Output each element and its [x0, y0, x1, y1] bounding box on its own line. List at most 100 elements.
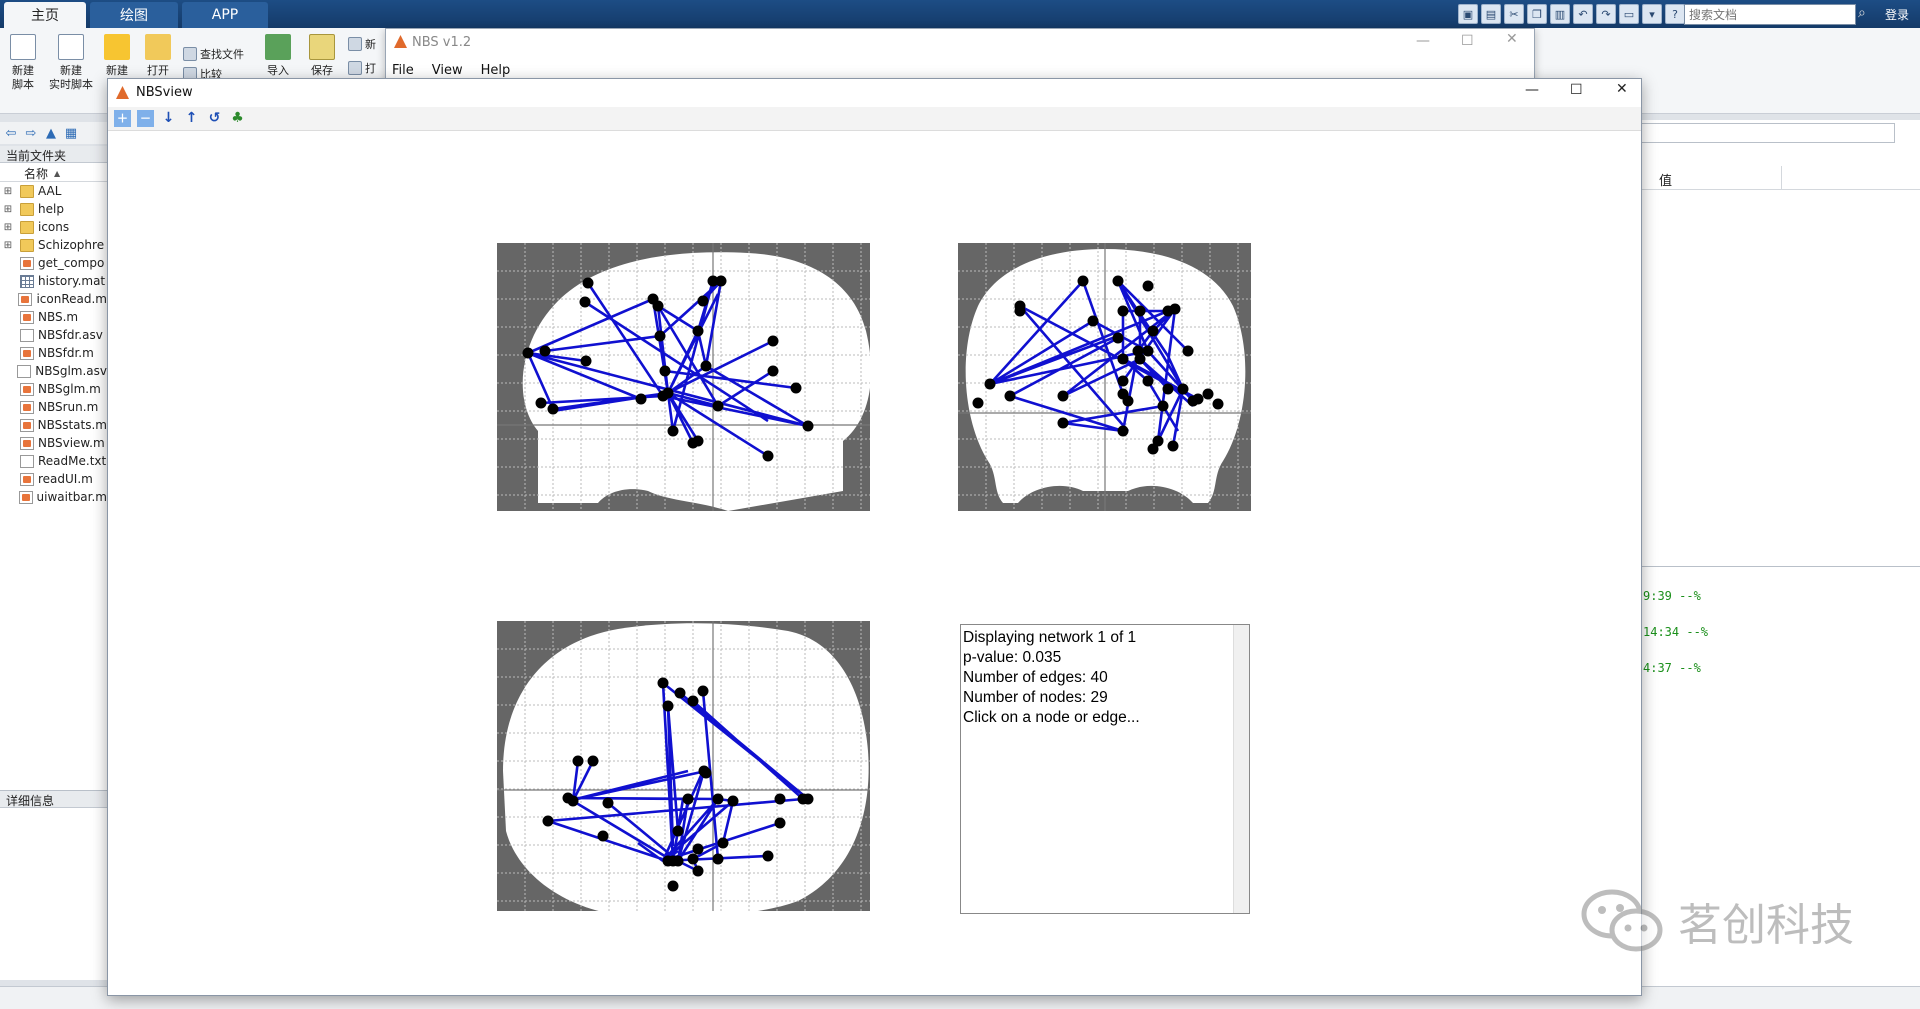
search-icon[interactable]: ⌕ — [1858, 5, 1866, 21]
minimize-icon[interactable]: — — [1416, 33, 1430, 49]
file-list-item[interactable]: NBSstats.m — [0, 416, 107, 434]
open-button[interactable]: 打开 — [138, 34, 178, 78]
folder-icon — [20, 238, 34, 252]
cut-icon[interactable]: ✂ — [1504, 4, 1524, 24]
back-icon[interactable]: ⇦ — [5, 125, 17, 141]
nodes[interactable] — [542, 677, 814, 892]
import-data-button[interactable]: 导入 — [256, 34, 300, 78]
file-name: icons — [38, 220, 70, 234]
nbsview-titlebar[interactable]: NBSview — ☐ ✕ — [108, 79, 1641, 107]
file-list-item[interactable]: get_compo — [0, 254, 107, 272]
layout-icon[interactable]: ▣ — [1458, 4, 1478, 24]
network-info-box[interactable]: Displaying network 1 of 1 p-value: 0.035… — [960, 624, 1250, 914]
dropdown-icon[interactable]: ▾ — [1642, 4, 1662, 24]
brain-view-axial[interactable] — [497, 621, 870, 918]
m-file-icon — [19, 418, 34, 432]
find-files-button[interactable]: 查找文件 — [183, 46, 244, 62]
file-list-item[interactable]: uiwaitbar.m — [0, 488, 107, 506]
new-script-icon — [10, 34, 36, 60]
file-name: NBS.m — [38, 310, 79, 324]
close-icon[interactable]: ✕ — [1616, 81, 1628, 97]
file-list-item[interactable]: ReadMe.txt — [0, 452, 107, 470]
info-scrollbar[interactable] — [1233, 625, 1249, 913]
file-list-item[interactable]: readUI.m — [0, 470, 107, 488]
file-list-item[interactable]: ⊞ help — [0, 200, 107, 218]
forward-icon[interactable]: ⇨ — [25, 125, 37, 141]
maximize-icon[interactable]: ☐ — [1570, 82, 1583, 98]
folder-icon — [20, 202, 34, 216]
value-column-header[interactable]: 值 — [1659, 174, 1673, 189]
workspace-path-dropdown[interactable] — [1640, 123, 1895, 143]
undo-icon[interactable]: ↶ — [1573, 4, 1593, 24]
brain-view-sagittal[interactable] — [497, 243, 872, 512]
expand-icon[interactable]: ⊞ — [3, 185, 13, 197]
new-live-script-button[interactable]: 新建 实时脚本 — [46, 34, 96, 92]
close-icon[interactable]: ✕ — [1506, 31, 1518, 47]
info-edge-count: Number of edges: 40 — [963, 669, 1108, 686]
file-list-item[interactable]: NBSfdr.m — [0, 344, 107, 362]
m-file-icon — [20, 310, 34, 324]
zoom-in-icon[interactable]: ＋ — [114, 110, 131, 127]
file-list-item[interactable]: NBS.m — [0, 308, 107, 326]
rotate-icon[interactable]: ↺ — [208, 110, 221, 126]
browse-folder-icon[interactable]: ▦ — [64, 125, 78, 141]
compare-button[interactable]: 比较 — [183, 66, 222, 82]
m-file-icon — [20, 382, 34, 396]
expand-icon[interactable]: ⊞ — [3, 203, 13, 215]
copy-icon[interactable]: ❐ — [1527, 4, 1547, 24]
switch-windows-icon[interactable]: ▭ — [1619, 4, 1639, 24]
info-p-value: p-value: 0.035 — [963, 649, 1062, 666]
nodes[interactable] — [522, 275, 814, 462]
command-window[interactable]: 9:39 --%14:34 --%4:37 --% — [1640, 566, 1920, 986]
folder-icon — [20, 220, 34, 234]
file-name: Schizophre — [38, 238, 105, 252]
tab-plots[interactable]: 绘图 — [90, 2, 178, 28]
save-icon[interactable]: ▤ — [1481, 4, 1501, 24]
file-list-item[interactable]: ⊞AAL — [0, 182, 107, 200]
expand-icon[interactable]: ⊞ — [3, 221, 13, 233]
maximize-icon[interactable]: ☐ — [1461, 33, 1474, 49]
zoom-out-icon[interactable]: － — [137, 110, 154, 127]
save-workspace-button[interactable]: 保存 — [300, 34, 344, 78]
name-column-header[interactable]: 名称 ▲ — [0, 163, 107, 182]
nodes[interactable] — [972, 275, 1224, 455]
file-list-item[interactable]: ⊞ icons — [0, 218, 107, 236]
new-variable-button[interactable]: 新 — [348, 36, 376, 52]
up-folder-icon[interactable]: ▲ — [46, 125, 56, 141]
new-button[interactable]: 新建 — [96, 34, 138, 78]
menu-view[interactable]: View — [431, 63, 463, 78]
axis-crosshair — [497, 621, 870, 911]
arrow-down-icon[interactable]: ↓ — [162, 110, 175, 126]
expand-icon[interactable]: ⊞ — [3, 239, 13, 251]
file-list-item[interactable]: history.mat — [0, 272, 107, 290]
wechat-logo-icon — [1581, 889, 1663, 952]
tree-icon[interactable]: ♣ — [231, 110, 244, 126]
file-list-item[interactable]: NBSglm.m — [0, 380, 107, 398]
paste-icon[interactable]: ▥ — [1550, 4, 1570, 24]
save-workspace-icon — [309, 34, 335, 60]
redo-icon[interactable]: ↷ — [1596, 4, 1616, 24]
minimize-icon[interactable]: — — [1525, 82, 1539, 98]
file-list-item[interactable]: NBSglm.asv — [0, 362, 107, 380]
file-list-item[interactable]: iconRead.m — [0, 290, 107, 308]
arrow-up-icon[interactable]: ↑ — [185, 110, 198, 126]
tab-apps[interactable]: APP — [182, 2, 268, 28]
help-icon[interactable]: ? — [1665, 4, 1685, 24]
tab-home[interactable]: 主页 — [4, 2, 86, 28]
file-list-item[interactable]: NBSrun.m — [0, 398, 107, 416]
menu-help[interactable]: Help — [480, 63, 511, 78]
text-file-icon — [17, 364, 32, 378]
open-variable-button[interactable]: 打 — [348, 60, 376, 76]
file-list-item[interactable]: NBSfdr.asv — [0, 326, 107, 344]
search-docs-input[interactable] — [1684, 4, 1856, 25]
find-files-icon — [183, 47, 197, 61]
file-list-item[interactable]: ⊞ Schizophre — [0, 236, 107, 254]
new-script-button[interactable]: 新建 脚本 — [0, 34, 46, 92]
menu-file[interactable]: File — [392, 63, 414, 78]
login-link[interactable]: 登录 — [1885, 8, 1910, 22]
file-list-item[interactable]: NBSview.m — [0, 434, 107, 452]
details-panel: 详细信息 — [0, 790, 108, 980]
file-name: help — [38, 202, 64, 216]
nbsview-toolbar: ＋ － ↓ ↑ ↺ ♣ — [108, 107, 1641, 131]
brain-view-coronal[interactable] — [958, 243, 1251, 511]
